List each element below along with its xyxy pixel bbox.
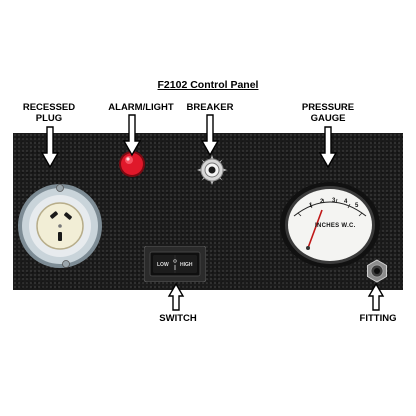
gauge-scale-5: 5	[355, 203, 359, 209]
switch-high-label: HIGH	[180, 262, 193, 268]
recessed-plug-icon	[18, 184, 102, 268]
gauge-scale-3: 3	[332, 198, 336, 204]
label-switch: SWITCH	[159, 313, 197, 324]
breaker-icon	[197, 155, 227, 185]
gauge-unit-text: INCHES W.C.	[315, 223, 356, 229]
gauge-scale-1: 1	[309, 203, 313, 209]
label-fitting: FITTING	[359, 313, 397, 324]
pressure-gauge-icon	[280, 182, 380, 268]
fitting-icon	[367, 259, 387, 283]
switch-low-label: LOW	[157, 262, 169, 268]
alarm-light-icon	[119, 151, 145, 177]
label-alarm-light: ALARM/LIGHT	[108, 102, 174, 113]
gauge-scale-2: 2	[320, 199, 324, 205]
label-pressure-gauge: PRESSURE GAUGE	[301, 102, 355, 124]
rocker-switch-icon	[144, 246, 206, 282]
label-recessed-plug: RECESSED PLUG	[22, 102, 76, 124]
gauge-scale-4: 4	[344, 199, 348, 205]
label-breaker: BREAKER	[186, 102, 234, 113]
diagram-title: F2102 Control Panel	[157, 79, 259, 91]
